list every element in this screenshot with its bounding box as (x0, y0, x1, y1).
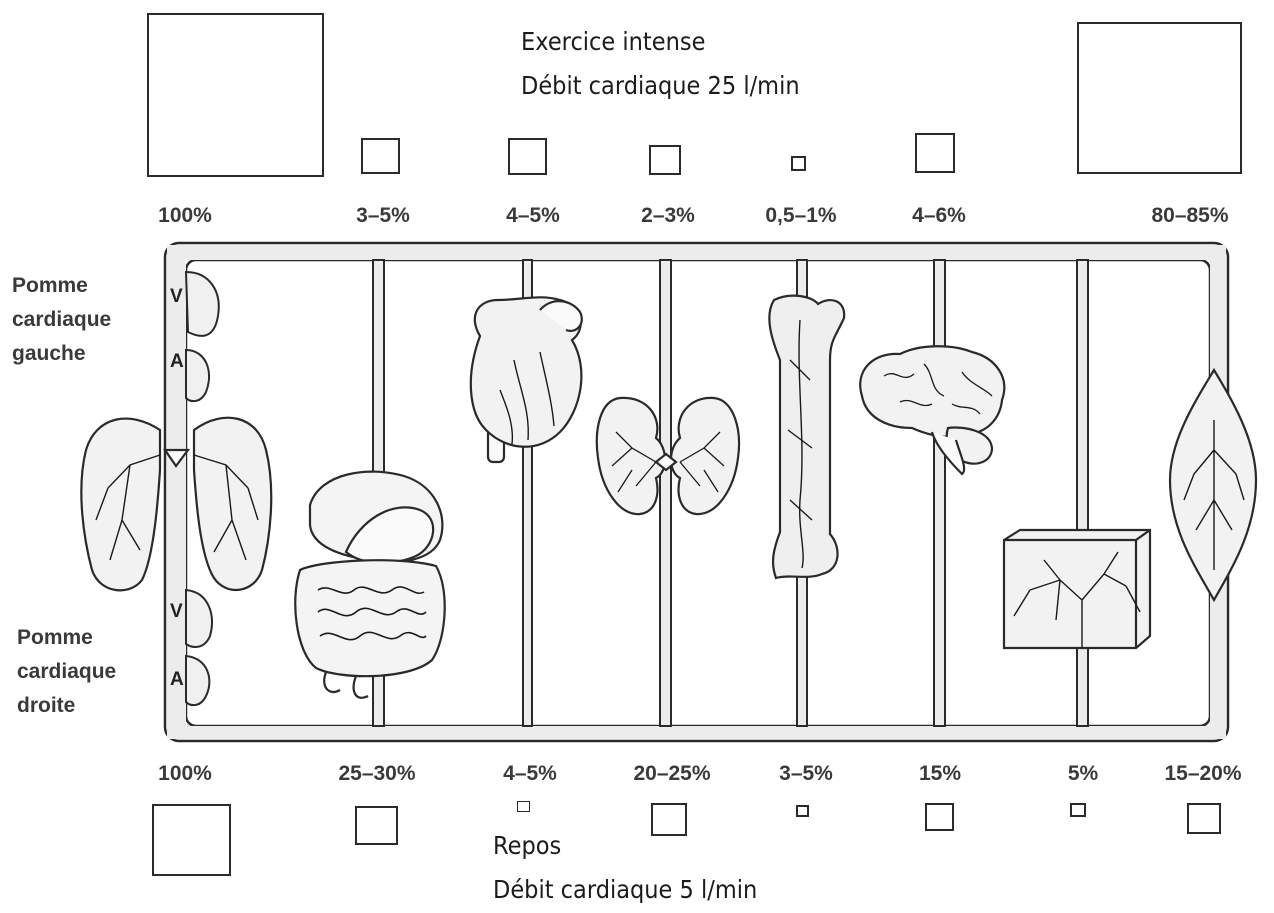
right-ventricle-label: V (170, 601, 183, 622)
brain-icon (860, 346, 1004, 474)
left-ventricle-label: V (170, 286, 183, 307)
rest-pct-coronary: 4–5% (503, 762, 557, 786)
rest-pct-heart: 100% (158, 762, 212, 786)
rest-pct-digestive: 25–30% (338, 762, 415, 786)
rest-pct-kidneys: 20–25% (633, 762, 710, 786)
rest-cardiac-output: Débit cardiaque 5 l/min (493, 872, 757, 908)
rest-square-brain (925, 803, 954, 831)
rest-pct-skin: 5% (1068, 762, 1098, 786)
rest-square-bone (796, 805, 809, 817)
rest-title: Repos (493, 828, 561, 864)
bone-icon (769, 296, 844, 578)
digestive-organs-icon (295, 472, 444, 698)
branch-vessel-skin (1077, 260, 1088, 726)
rest-square-skin (1070, 803, 1086, 817)
right-atrium-label: A (170, 669, 184, 690)
rest-square-muscle (1187, 803, 1221, 834)
muscle-icon (1170, 370, 1256, 600)
rest-square-coronary (517, 801, 530, 812)
left-heart-icon (186, 272, 219, 401)
right-heart-icon (186, 590, 212, 705)
rest-square-digestive (355, 806, 398, 845)
heart-icon (471, 297, 582, 462)
branch-vessel-kidney (660, 260, 671, 726)
rest-square-kidneys (651, 803, 687, 836)
rest-pct-bone: 3–5% (779, 762, 833, 786)
rest-pct-brain: 15% (919, 762, 961, 786)
branch-vessel-brain (934, 260, 945, 726)
rest-square-heart (152, 804, 231, 876)
rest-pct-muscle: 15–20% (1164, 762, 1241, 786)
left-atrium-label: A (170, 351, 184, 372)
